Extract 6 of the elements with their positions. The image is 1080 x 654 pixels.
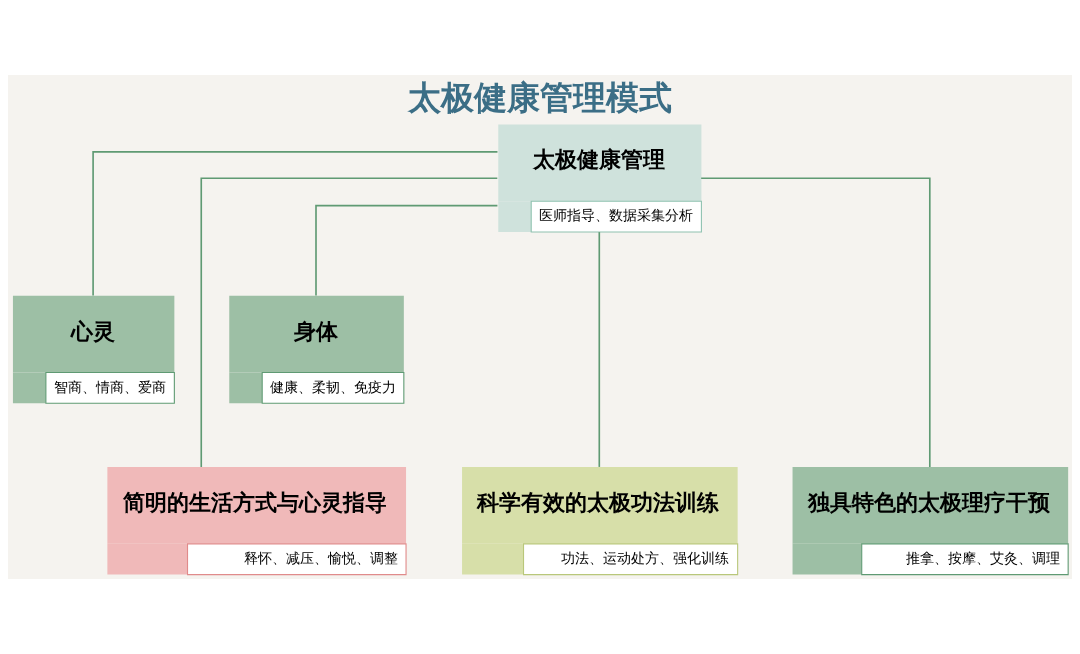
connector [92,151,499,297]
connector [598,231,601,468]
connector [700,177,931,468]
connector [315,204,499,297]
connector [200,177,499,468]
diagram-title: 太极健康管理模式 [407,78,672,118]
